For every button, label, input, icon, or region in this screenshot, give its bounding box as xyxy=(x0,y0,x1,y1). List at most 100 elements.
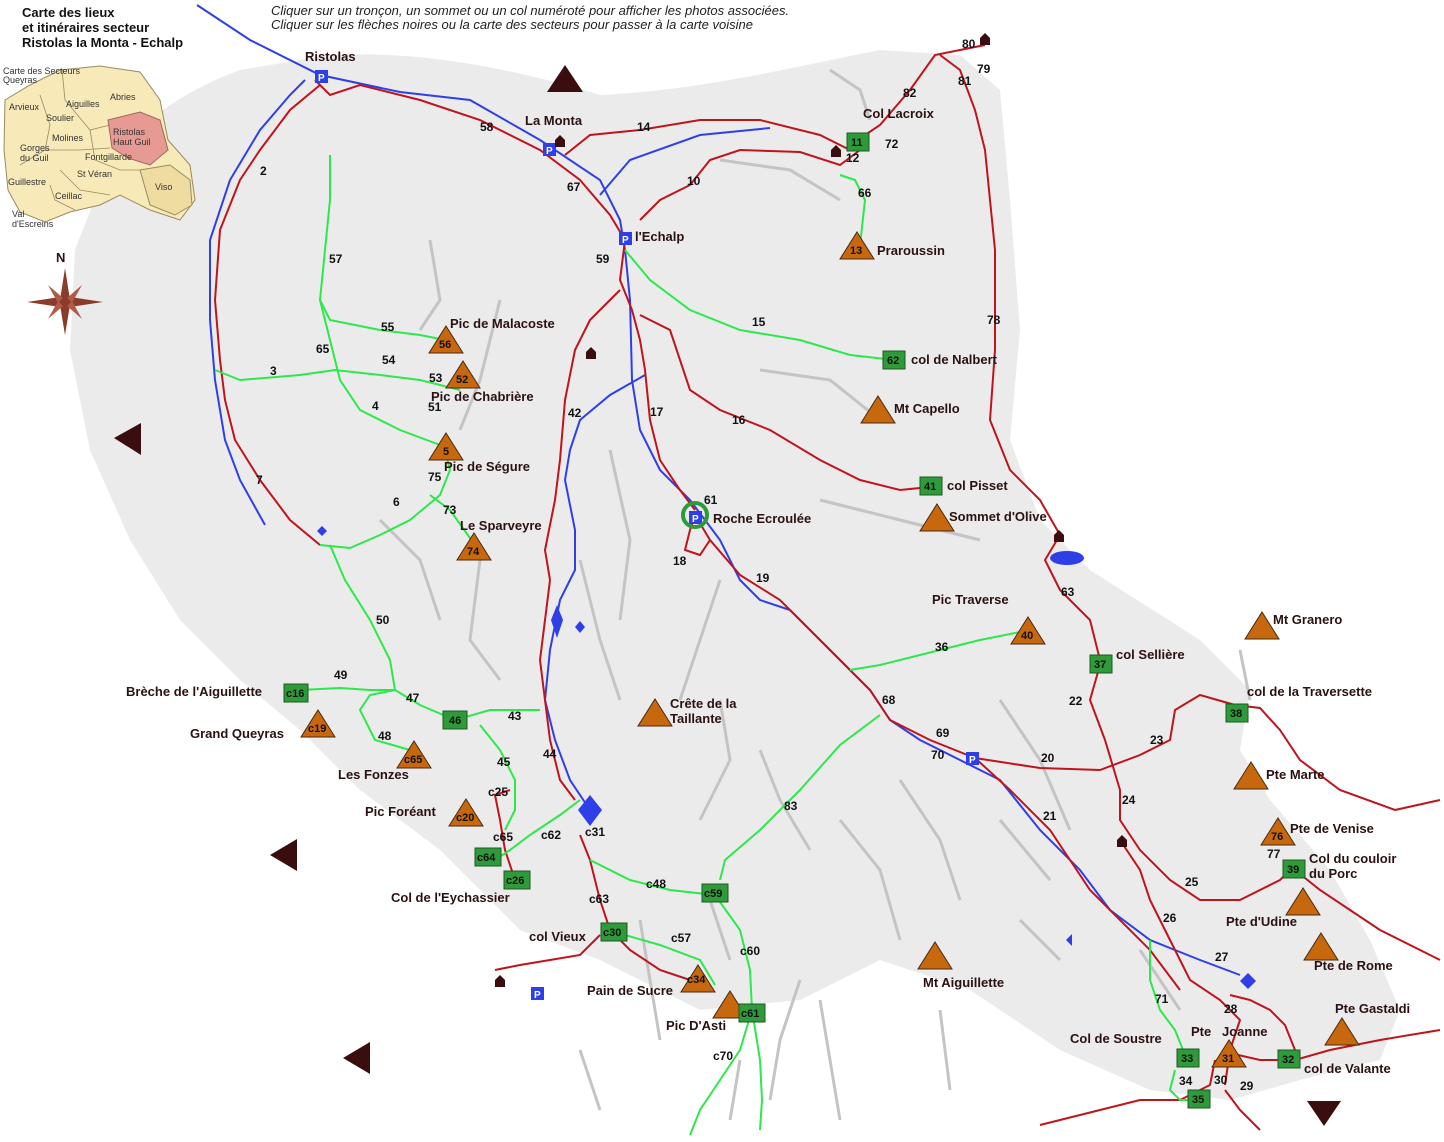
label-pte-venise[interactable]: Pte de Venise xyxy=(1290,821,1374,836)
segment-54[interactable]: 54 xyxy=(382,353,396,367)
segment-18[interactable]: 18 xyxy=(673,554,687,568)
segment-78[interactable]: 78 xyxy=(987,313,1001,327)
label-col-lacroix[interactable]: Col Lacroix xyxy=(863,106,935,121)
label-mt-capello[interactable]: Mt Capello xyxy=(894,401,960,416)
segment-25[interactable]: 25 xyxy=(1185,875,1199,889)
sector-label-viso[interactable]: Viso xyxy=(155,182,172,192)
col-box-c30[interactable] xyxy=(600,922,628,942)
sector-viso[interactable] xyxy=(139,164,193,216)
label-pte-joanne-2[interactable]: Joanne xyxy=(1222,1024,1268,1039)
col-box-c61[interactable] xyxy=(738,1003,766,1023)
sector-label-arvieux[interactable]: Arvieux xyxy=(9,102,40,112)
nav-arrow-north[interactable] xyxy=(547,65,583,92)
summits[interactable] xyxy=(300,231,1360,1068)
segment-14[interactable]: 14 xyxy=(637,120,651,134)
label-le-sparveyre[interactable]: Le Sparveyre xyxy=(460,518,542,533)
label-col-traversette[interactable]: col de la Traversette xyxy=(1247,684,1372,699)
badge-c20[interactable]: c20 xyxy=(456,812,474,824)
col-box-62[interactable] xyxy=(882,350,906,370)
badge-c30[interactable]: c30 xyxy=(603,927,621,939)
summit-pte-venise[interactable] xyxy=(1260,817,1296,846)
segment-27[interactable]: 27 xyxy=(1215,950,1229,964)
label-pic-chabriere[interactable]: Pic de Chabrière xyxy=(431,389,534,404)
label-crete-taillante-2[interactable]: Taillante xyxy=(670,711,722,726)
segment-81[interactable]: 81 xyxy=(958,74,972,88)
segment-22[interactable]: 22 xyxy=(1069,694,1083,708)
segment-80[interactable]: 80 xyxy=(962,37,976,51)
segment-10[interactable]: 10 xyxy=(687,174,701,188)
segment-36[interactable]: 36 xyxy=(935,640,949,654)
summit-pic-segure[interactable] xyxy=(428,432,464,461)
sector-label-abries[interactable]: Abries xyxy=(110,92,136,102)
segment-72[interactable]: 72 xyxy=(885,137,899,151)
summit-pte-udine[interactable] xyxy=(1285,887,1321,916)
segment-c65[interactable]: c65 xyxy=(493,830,513,844)
badge-13[interactable]: 13 xyxy=(850,245,862,257)
label-pic-traverse[interactable]: Pic Traverse xyxy=(932,592,1009,607)
trails-red[interactable] xyxy=(213,44,1441,1131)
col-box-11[interactable] xyxy=(846,132,870,152)
segment-49[interactable]: 49 xyxy=(334,668,348,682)
col-box-c59[interactable] xyxy=(701,883,729,903)
col-box-37[interactable] xyxy=(1089,654,1113,674)
sector-label-gorges[interactable]: Gorges xyxy=(20,143,50,153)
label-breche-aiguillette[interactable]: Brèche de l'Aiguillette xyxy=(126,684,262,699)
label-mt-aiguillette[interactable]: Mt Aiguillette xyxy=(923,975,1004,990)
badge-37[interactable]: 37 xyxy=(1094,659,1106,671)
segment-6[interactable]: 6 xyxy=(393,495,400,509)
badge-62[interactable]: 62 xyxy=(887,355,899,367)
label-col-nalbert[interactable]: col de Nalbert xyxy=(911,352,998,367)
segment-47[interactable]: 47 xyxy=(406,691,420,705)
label-col-eychassier[interactable]: Col de l'Eychassier xyxy=(391,890,510,905)
label-pte-rome[interactable]: Pte de Rome xyxy=(1314,958,1393,973)
segment-42[interactable]: 42 xyxy=(568,406,582,420)
summit-pte-marte[interactable] xyxy=(1233,761,1269,790)
col-box-32[interactable] xyxy=(1277,1049,1301,1069)
label-col-pisset[interactable]: col Pisset xyxy=(947,478,1008,493)
sector-ristolas-highlight[interactable] xyxy=(107,111,169,166)
sector-label-soulier[interactable]: Soulier xyxy=(46,113,74,123)
label-roche-ecroulee[interactable]: Roche Ecroulée xyxy=(713,511,811,526)
segment-15[interactable]: 15 xyxy=(752,315,766,329)
sector-label-haut-guil[interactable]: Haut Guil xyxy=(113,137,151,147)
summit-grand-queyras[interactable] xyxy=(300,709,336,738)
badge-c64[interactable]: c64 xyxy=(477,852,496,864)
segment-65[interactable]: 65 xyxy=(316,342,330,356)
roche-ecroulee-marker[interactable] xyxy=(681,501,709,529)
badge-46[interactable]: 46 xyxy=(449,715,461,727)
segment-75[interactable]: 75 xyxy=(428,470,442,484)
segment-67[interactable]: 67 xyxy=(567,180,581,194)
label-les-fonzes[interactable]: Les Fonzes xyxy=(338,767,409,782)
label-echalp[interactable]: l'Echalp xyxy=(635,229,684,244)
label-pic-segure[interactable]: Pic de Ségure xyxy=(444,459,530,474)
label-pic-malacoste[interactable]: Pic de Malacoste xyxy=(450,316,555,331)
summit-praroussin[interactable] xyxy=(839,231,875,260)
label-la-monta[interactable]: La Monta xyxy=(525,113,583,128)
segment-53[interactable]: 53 xyxy=(429,371,443,385)
segment-44[interactable]: 44 xyxy=(543,747,557,761)
badge-c19[interactable]: c19 xyxy=(308,723,326,735)
segment-59[interactable]: 59 xyxy=(596,252,610,266)
sector-label-ceillac[interactable]: Ceillac xyxy=(55,191,83,201)
summit-mt-granero[interactable] xyxy=(1244,611,1280,640)
segment-17[interactable]: 17 xyxy=(650,405,664,419)
sector-label-fontgillarde[interactable]: Fontgillarde xyxy=(85,152,132,162)
segment-24[interactable]: 24 xyxy=(1122,793,1136,807)
label-praroussin[interactable]: Praroussin xyxy=(877,243,945,258)
segment-61[interactable]: 61 xyxy=(704,493,718,507)
sector-label-ristolas[interactable]: Ristolas xyxy=(113,127,146,137)
badge-5[interactable]: 5 xyxy=(443,446,449,458)
segment-19[interactable]: 19 xyxy=(756,571,770,585)
segment-21[interactable]: 21 xyxy=(1043,809,1057,823)
badge-c65[interactable]: c65 xyxy=(404,754,422,766)
segment-30[interactable]: 30 xyxy=(1214,1073,1228,1087)
label-pain-de-sucre[interactable]: Pain de Sucre xyxy=(587,983,673,998)
label-sommet-olive[interactable]: Sommet d'Olive xyxy=(949,509,1047,524)
segment-28[interactable]: 28 xyxy=(1224,1002,1238,1016)
col-box-46[interactable] xyxy=(442,710,468,730)
label-col-selliere[interactable]: col Sellière xyxy=(1116,647,1185,662)
segment-12[interactable]: 12 xyxy=(846,151,860,165)
label-col-couloir-2[interactable]: du Porc xyxy=(1309,866,1357,881)
segment-23[interactable]: 23 xyxy=(1150,733,1164,747)
summit-mt-capello[interactable] xyxy=(860,395,896,424)
